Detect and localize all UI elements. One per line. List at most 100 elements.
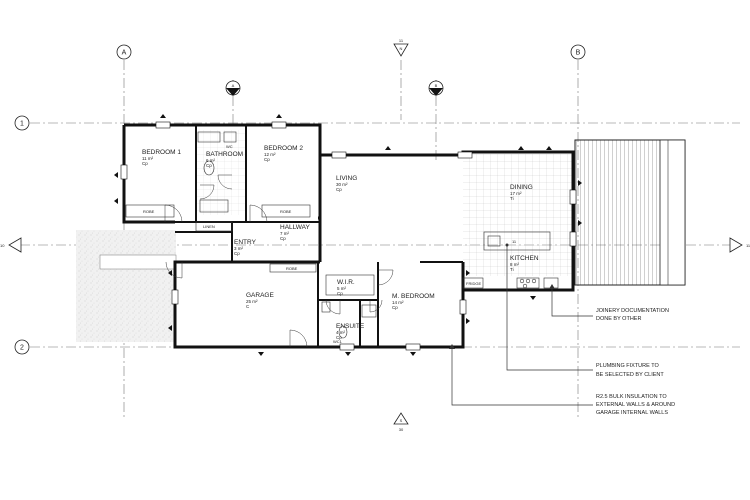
room-entry-name: ENTRY [234, 239, 257, 246]
elevation-east-label: 11 [746, 243, 750, 248]
room-ensuite-code: Cp [336, 335, 342, 340]
tag-island: 11 [512, 239, 517, 244]
bathroom-floor [196, 130, 246, 215]
tag-wc: WC [226, 144, 233, 149]
elevation-marker-south: S 30 [393, 412, 409, 432]
cooktop [516, 277, 540, 289]
room-hallway: HALLWAY 7 m² Cp [280, 224, 311, 241]
section-b-ref: 11 [434, 89, 439, 94]
grid-bubble-b: B [570, 44, 586, 60]
room-dining-area: 17 m² [510, 191, 522, 196]
room-ensuite: ENSUITE 4 m² Cp [336, 323, 365, 340]
section-a-letter: A [232, 83, 235, 88]
room-living-name: LIVING [336, 175, 357, 182]
room-ensuite-name: ENSUITE [336, 323, 365, 330]
room-bedroom1-code: Cp [142, 161, 148, 166]
note-insulation: R2.5 BULK INSULATION TO EXTERNAL WALLS &… [449, 344, 675, 416]
room-bedroom2-area: 12 m² [264, 152, 276, 157]
section-b-letter: B [435, 83, 438, 88]
room-hallway-area: 7 m² [280, 231, 290, 236]
room-kitchen-name: KITCHEN [510, 255, 539, 262]
note-joinery: JOINERY DOCUMENTATION DONE BY OTHER [549, 284, 669, 322]
grid-bubble-2-label: 2 [20, 345, 24, 352]
grid-bubble-a-label: A [122, 50, 127, 57]
room-living: LIVING 30 m² Cp [336, 175, 357, 192]
section-marker-a: A 11 [225, 80, 241, 96]
room-garage: GARAGE 25 m² C [246, 292, 274, 309]
room-entry-area: 3 m² [234, 246, 244, 251]
note-plumbing-line2: BE SELECTED BY CLIENT [596, 372, 664, 378]
room-hallway-name: HALLWAY [280, 224, 311, 231]
room-garage-name: GARAGE [246, 292, 274, 299]
external-walls [122, 123, 575, 349]
room-entry-code: Cp [234, 251, 240, 256]
elevation-marker-east: 11 [729, 237, 750, 253]
elevation-west-label: 10 [0, 243, 5, 248]
room-dining-code: Ti [510, 196, 514, 201]
kitchen-island [483, 231, 551, 251]
room-bathroom-code: Cp [206, 163, 212, 168]
tag-wc1: WC1 [333, 339, 343, 344]
elevation-north-ref: 11 [399, 38, 404, 43]
grid-bubble-b-label: B [576, 50, 581, 57]
room-kitchen: KITCHEN 8 m² Ti [510, 255, 539, 272]
room-mbedroom: M. BEDROOM 14 m² Cp [392, 293, 435, 310]
tag-robe-bed1: ROBE [143, 209, 155, 214]
room-bathroom: BATHROOM 6 m² Cp [206, 151, 243, 168]
room-dining: DINING 17 m² Ti [510, 184, 533, 201]
note-plumbing-line1: PLUMBING FIXTURE TO [596, 363, 659, 369]
room-mbedroom-area: 14 m² [392, 300, 404, 305]
room-kitchen-code: Ti [510, 267, 514, 272]
note-insulation-line1: R2.5 BULK INSULATION TO [596, 394, 667, 400]
room-ensuite-area: 4 m² [336, 330, 346, 335]
deck-edge [659, 139, 686, 286]
room-living-area: 30 m² [336, 182, 348, 187]
elevation-marker-north: 11 N [393, 38, 409, 57]
room-bathroom-area: 6 m² [206, 158, 216, 163]
room-bedroom2-code: Cp [264, 157, 270, 162]
room-wir: W.I.R. 5 m² Cp [337, 279, 355, 296]
driveway-strip [99, 254, 177, 270]
tag-fridge: FRIDGE [466, 281, 481, 286]
room-wir-code: Cp [337, 291, 343, 296]
fixtures [125, 131, 559, 339]
elevation-marker-west: 10 [0, 237, 22, 253]
window-marks [120, 121, 577, 351]
room-wir-area: 5 m² [337, 286, 347, 291]
room-living-code: Cp [336, 187, 342, 192]
room-garage-code: C [246, 304, 250, 309]
room-bedroom2-name: BEDROOM 2 [264, 145, 303, 152]
room-bathroom-name: BATHROOM [206, 151, 243, 158]
note-joinery-line2: DONE BY OTHER [596, 316, 641, 322]
elevation-south-letter: S [400, 418, 403, 423]
room-kitchen-area: 8 m² [510, 262, 520, 267]
tag-robe-master: ROBE [286, 266, 298, 271]
grid-bubble-1: 1 [14, 115, 30, 131]
level-markers [114, 114, 582, 356]
room-garage-area: 25 m² [246, 299, 258, 304]
grid-bubble-a: A [116, 44, 132, 60]
dining-floor-tiles [463, 154, 573, 276]
grid-bubble-1-label: 1 [20, 121, 24, 128]
elevation-south-ref: 30 [399, 427, 404, 432]
grid-bubble-2: 2 [14, 339, 30, 355]
note-insulation-line3: GARAGE INTERNAL WALLS [596, 410, 668, 416]
room-bedroom1-area: 11 m² [142, 156, 154, 161]
room-wir-name: W.I.R. [337, 279, 355, 286]
section-marker-b: B 11 [428, 80, 444, 96]
tag-robe-bed2: ROBE [280, 209, 292, 214]
room-bedroom2: BEDROOM 2 12 m² Cp [264, 145, 303, 162]
room-bedroom1-name: BEDROOM 1 [142, 149, 181, 156]
note-insulation-line2: EXTERNAL WALLS & AROUND [596, 402, 675, 408]
section-a-ref: 11 [231, 89, 236, 94]
elevation-north-letter: N [400, 46, 403, 51]
room-dining-name: DINING [510, 184, 533, 191]
room-entry: ENTRY 3 m² Cp [234, 239, 257, 256]
fixture-tags: ROBE ROBE ROBE LINEN WC WC1 FRIDGE 11 [143, 144, 517, 344]
note-joinery-line1: JOINERY DOCUMENTATION [596, 308, 669, 314]
tag-linen: LINEN [203, 224, 215, 229]
room-bedroom1: BEDROOM 1 11 m² Cp [142, 149, 181, 166]
room-hallway-code: Cp [280, 236, 286, 241]
room-mbedroom-name: M. BEDROOM [392, 293, 435, 300]
